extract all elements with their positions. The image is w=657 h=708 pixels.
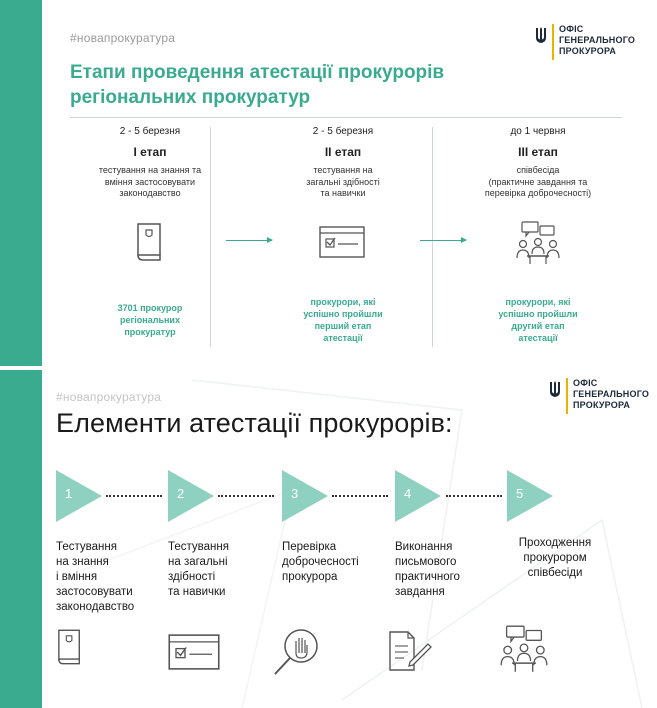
step-number: 3: [291, 486, 299, 501]
step-number: 2: [177, 486, 185, 501]
step-triangle: [56, 470, 102, 522]
page-title: Етапи проведення атестації прокурорів ре…: [70, 62, 445, 108]
logo: ОФІС ГЕНЕРАЛЬНОГО ПРОКУРОРА: [535, 24, 635, 60]
arrow-icon: [420, 237, 467, 243]
hashtag: #новапрокуратура: [56, 390, 162, 404]
browser-check-icon: [319, 226, 365, 258]
dotted-connector: [218, 495, 274, 497]
stage-date: 2 - 5 березня: [119, 126, 181, 137]
stage-date: до 1 червня: [510, 126, 566, 137]
page-title: Елементи атестації прокурорів:: [56, 408, 453, 438]
stage-date: 2 - 5 березня: [312, 126, 374, 137]
browser-check-icon: [168, 634, 220, 670]
book-icon: [137, 223, 161, 261]
step-number: 4: [404, 486, 412, 501]
logo-text: ОФІС ГЕНЕРАЛЬНОГО ПРОКУРОРА: [559, 24, 636, 56]
dotted-connector: [106, 495, 162, 497]
meeting-icon: [500, 625, 548, 672]
step-triangle: [168, 470, 214, 522]
logo: ОФІС ГЕНЕРАЛЬНОГО ПРОКУРОРА: [549, 378, 649, 414]
divider-line: [70, 117, 622, 118]
logo-bar: [552, 24, 554, 60]
elements-panel: #новапрокуратура ОФІС ГЕНЕРАЛЬНОГО ПРОКУ…: [0, 370, 657, 708]
step-number: 1: [65, 486, 73, 501]
magnifier-hand-icon: [274, 629, 318, 675]
stage-1: 2 - 5 березня І етап тестування на знанн…: [70, 126, 230, 337]
stage-name: ІІІ етап: [518, 145, 558, 159]
stage-name: І етап: [133, 145, 167, 159]
step-triangle: [395, 470, 441, 522]
hashtag: #новапрокуратура: [70, 31, 176, 45]
stage-name: ІІ етап: [324, 145, 362, 159]
panel-divider: [0, 366, 657, 370]
document-pen-icon: [389, 631, 432, 671]
step-triangle: [282, 470, 328, 522]
stage-3: до 1 червня ІІІ етап співбесіда(практичн…: [458, 126, 618, 343]
trident-icon: [550, 381, 560, 397]
logo-text: ОФІС ГЕНЕРАЛЬНОГО ПРОКУРОРА: [573, 378, 650, 410]
arrow-icon: [226, 237, 273, 243]
logo-bar: [566, 378, 568, 414]
meeting-icon: [516, 221, 560, 264]
dotted-connector: [446, 495, 502, 497]
book-icon: [58, 629, 80, 665]
trident-icon: [536, 27, 546, 43]
step-number: 5: [516, 486, 524, 501]
left-stripe: [0, 370, 42, 708]
left-stripe: [0, 0, 42, 366]
stages-panel: #новапрокуратура ОФІС ГЕНЕРАЛЬНОГО ПРОКУ…: [0, 0, 635, 366]
dotted-connector: [332, 495, 388, 497]
column-divider: [210, 127, 211, 347]
step-triangle: [507, 470, 553, 522]
column-divider: [432, 127, 433, 347]
